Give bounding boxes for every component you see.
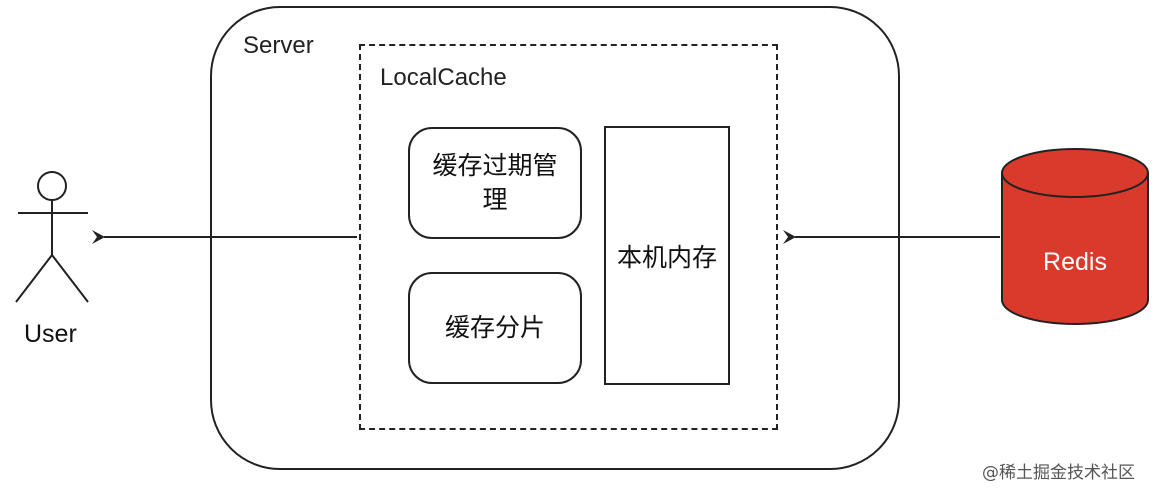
watermark: @稀土掘金技术社区 (982, 463, 1135, 483)
expire-management-label: 缓存过期管理 (432, 151, 558, 214)
user-icon (15, 171, 89, 303)
local-cache-container (359, 44, 778, 430)
local-cache-label: LocalCache (380, 64, 507, 91)
local-memory-label: 本机内存 (616, 242, 717, 272)
server-label: Server (243, 32, 314, 59)
redis-database-icon (1001, 148, 1149, 325)
sharding-module: 缓存分片 (408, 272, 582, 384)
server-container (210, 6, 900, 470)
local-memory-module: 本机内存 (604, 126, 730, 385)
redis-label: Redis (1043, 248, 1107, 276)
expire-management-module: 缓存过期管理 (408, 127, 582, 239)
user-label: User (24, 320, 77, 348)
sharding-label: 缓存分片 (444, 313, 545, 342)
